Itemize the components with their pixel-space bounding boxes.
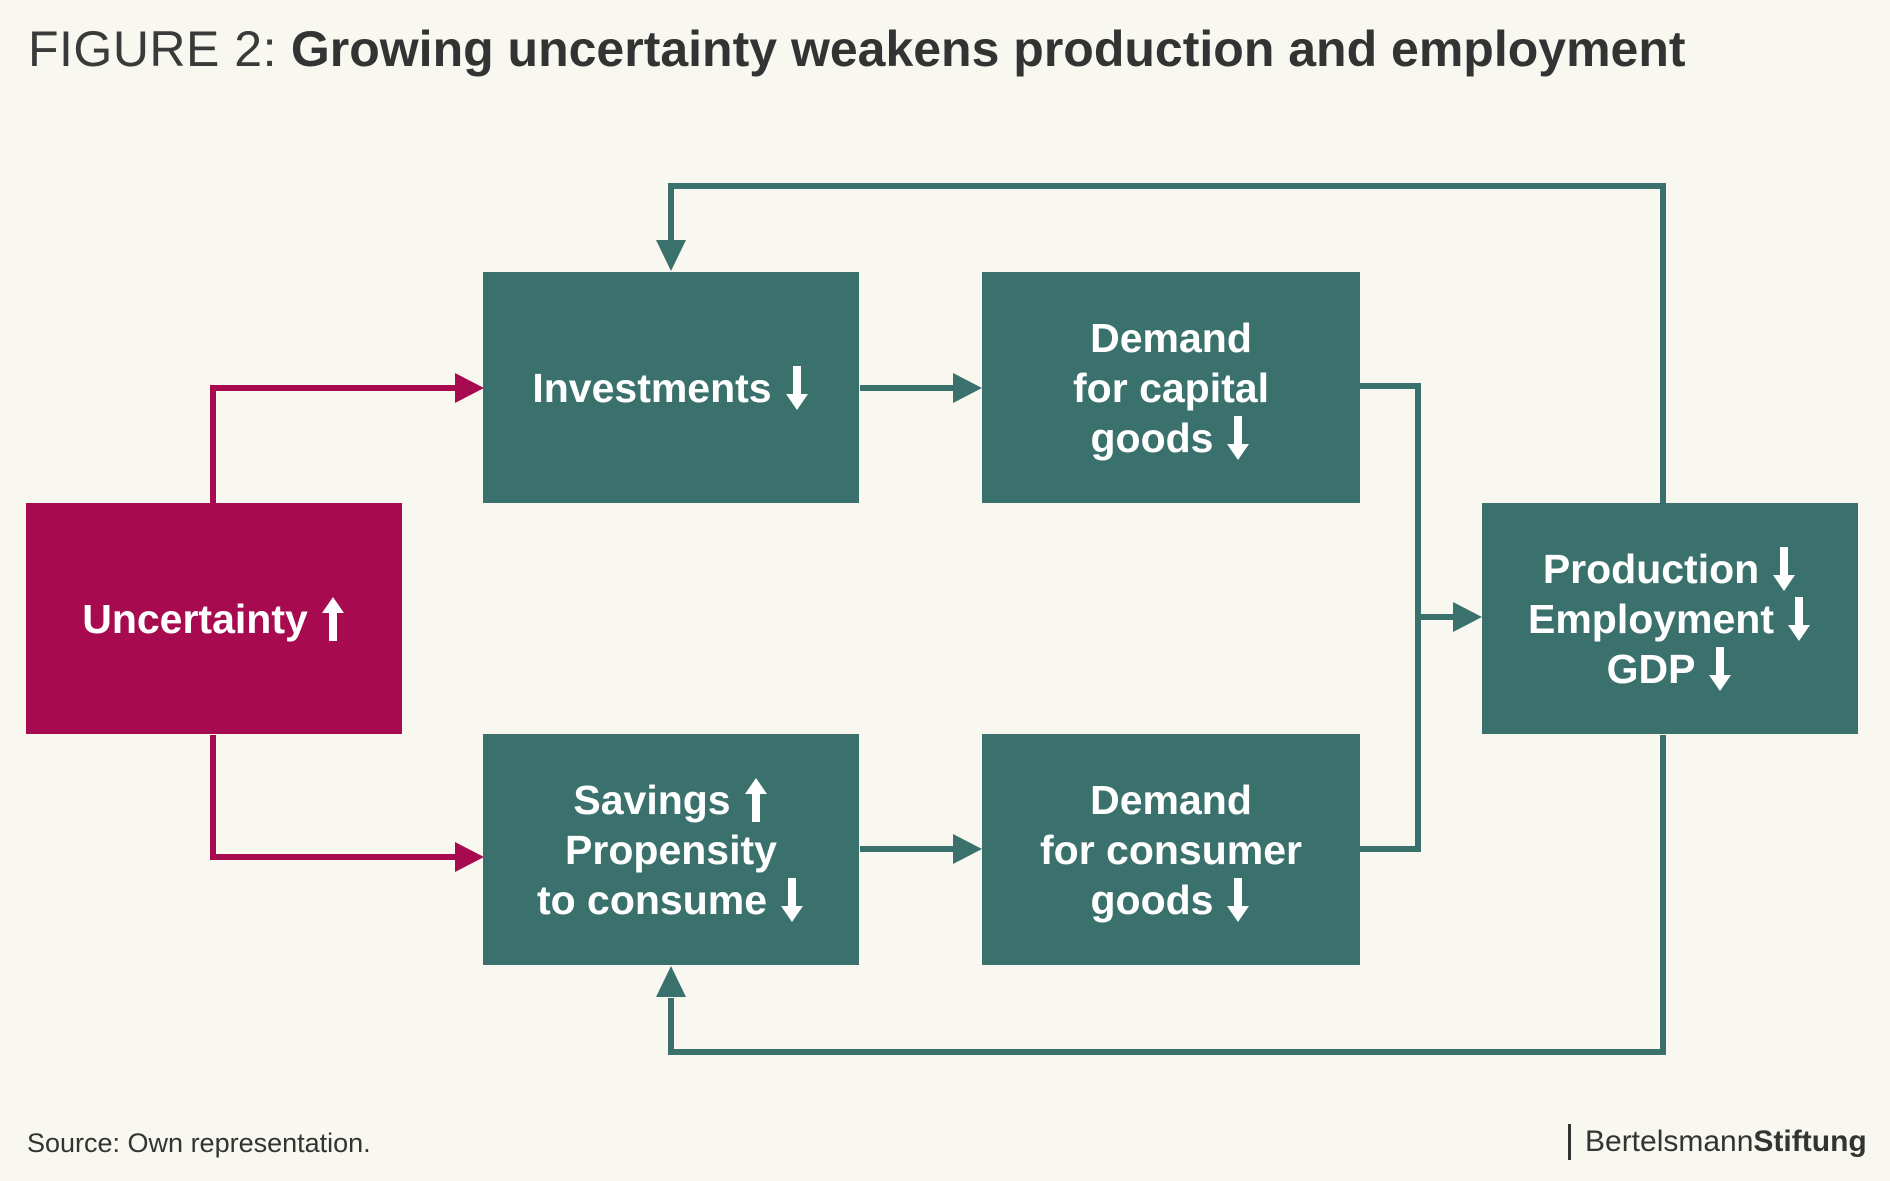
arrow-down-icon	[1225, 414, 1251, 462]
uncertainty-box: Uncertainty	[26, 503, 402, 734]
node-line: for consumer	[1040, 825, 1302, 875]
arrow-down-icon	[1771, 545, 1797, 593]
node-label: Savings	[573, 776, 731, 823]
brand-name-regular: Bertelsmann	[1585, 1125, 1754, 1158]
node-line: goods	[1091, 413, 1252, 463]
connector-uncertainty-investments	[210, 385, 460, 503]
node-label: Employment	[1527, 595, 1775, 642]
arrowhead-capital-goods	[953, 373, 982, 403]
node-label: for capital	[1073, 364, 1269, 411]
node-line: Production	[1543, 544, 1797, 594]
node-label: Demand	[1090, 314, 1252, 361]
connector-feedback-savings	[668, 735, 1666, 1055]
node-label: goods	[1090, 876, 1214, 923]
node-label: goods	[1090, 414, 1214, 461]
node-line: Demand	[1090, 775, 1252, 825]
node-line: Investments	[532, 363, 809, 413]
brand-logo: BertelsmannStiftung	[1568, 1124, 1867, 1160]
figure-title-main: Growing uncertainty weakens production a…	[290, 21, 1686, 77]
node-label: Production	[1542, 545, 1760, 592]
arrow-down-icon	[784, 364, 810, 412]
node-line: for capital	[1073, 363, 1269, 413]
arrow-down-icon	[779, 876, 805, 924]
connector-feedback-investments	[668, 183, 1666, 503]
arrow-down-icon	[1225, 876, 1251, 924]
arrowhead-investments	[455, 373, 484, 403]
investments-box: Investments	[483, 272, 859, 503]
arrowhead-savings	[455, 842, 484, 872]
node-line: Uncertainty	[82, 594, 346, 644]
arrowhead-production	[1453, 602, 1482, 632]
connector-uncertainty-savings	[210, 735, 460, 860]
node-line: Employment	[1528, 594, 1812, 644]
node-line: GDP	[1607, 644, 1734, 694]
node-line: to consume	[537, 875, 805, 925]
brand-name-bold: Stiftung	[1753, 1125, 1867, 1158]
node-label: for consumer	[1040, 826, 1302, 873]
connector-capital-production	[1360, 383, 1421, 852]
node-line: Propensity	[565, 825, 777, 875]
arrow-up-icon	[320, 595, 346, 643]
node-label: Propensity	[565, 826, 777, 873]
node-label: GDP	[1606, 645, 1696, 692]
node-line: goods	[1091, 875, 1252, 925]
node-label: Investments	[532, 364, 772, 411]
arrow-down-icon	[1786, 595, 1812, 643]
figure-title-prefix: FIGURE 2:	[28, 21, 277, 77]
figure-title: FIGURE 2: Growing uncertainty weakens pr…	[28, 20, 1686, 78]
source-note: Source: Own representation.	[27, 1128, 371, 1158]
node-label: Uncertainty	[82, 595, 308, 642]
node-line: Savings	[573, 775, 768, 825]
arrow-down-icon	[1707, 645, 1733, 693]
node-label: Demand	[1090, 776, 1252, 823]
node-line: Demand	[1090, 313, 1252, 363]
arrowhead-consumer-goods	[953, 834, 982, 864]
arrow-up-icon	[743, 776, 769, 824]
node-label: to consume	[536, 876, 768, 923]
arrowhead-feedback-savings	[656, 966, 686, 997]
arrowhead-feedback-investments	[656, 240, 686, 271]
